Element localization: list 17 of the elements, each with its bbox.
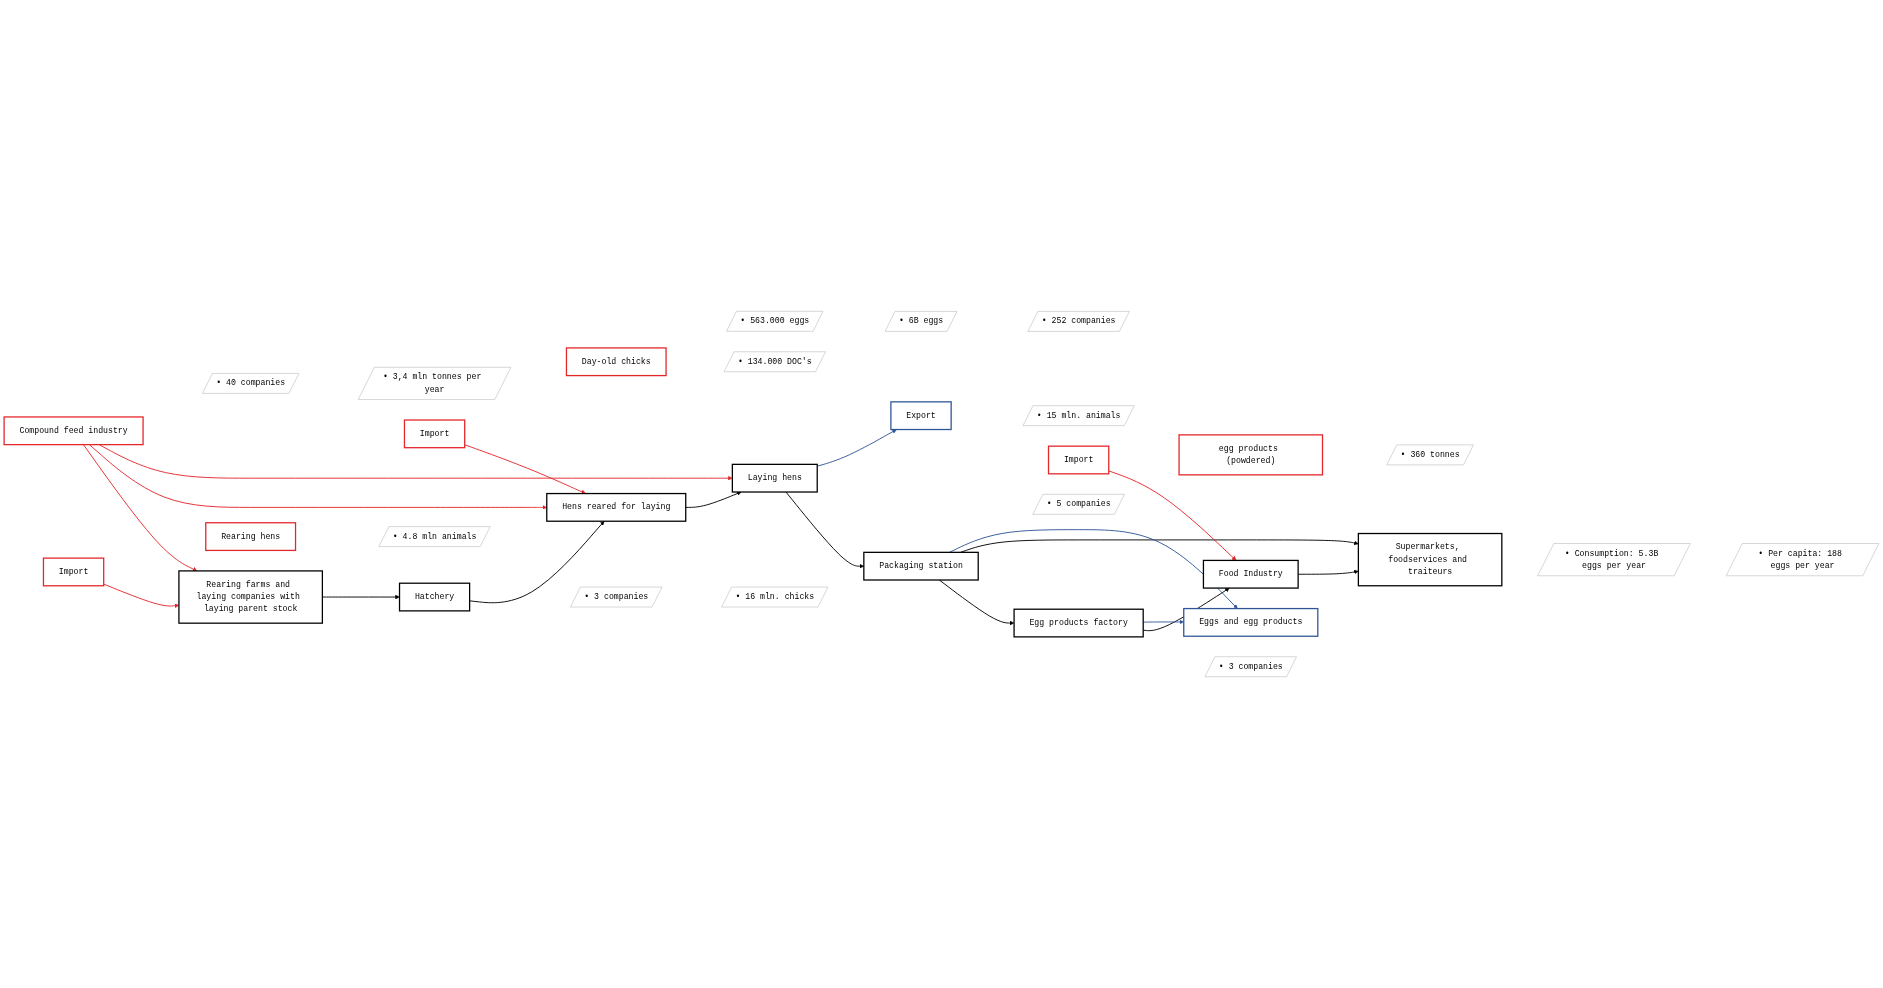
- node-box: Laying hens: [731, 463, 818, 493]
- node-box: Rearing farms and laying companies with laying parent stock: [178, 570, 323, 624]
- node-box: Supermarkets, foodservices and traiteurs: [1357, 532, 1503, 587]
- node-box: Import: [403, 419, 466, 449]
- node-box: Export: [890, 401, 952, 431]
- node-box: Hens reared for laying: [546, 492, 687, 522]
- node-box: Packaging station: [863, 551, 979, 581]
- node-box: Egg products factory: [1013, 608, 1144, 638]
- node-box: Eggs and egg products: [1183, 607, 1319, 637]
- node-box: Hatchery: [398, 582, 471, 612]
- node-box: Day-old chicks: [565, 347, 667, 377]
- node-box: Food Industry: [1202, 559, 1299, 589]
- node-box: Import: [1047, 445, 1110, 475]
- node-box: Compound feed industry: [3, 416, 144, 446]
- node-box: Rearing hens: [205, 522, 297, 552]
- node-box: Import: [42, 557, 105, 587]
- node-box: egg products (powdered): [1178, 434, 1324, 476]
